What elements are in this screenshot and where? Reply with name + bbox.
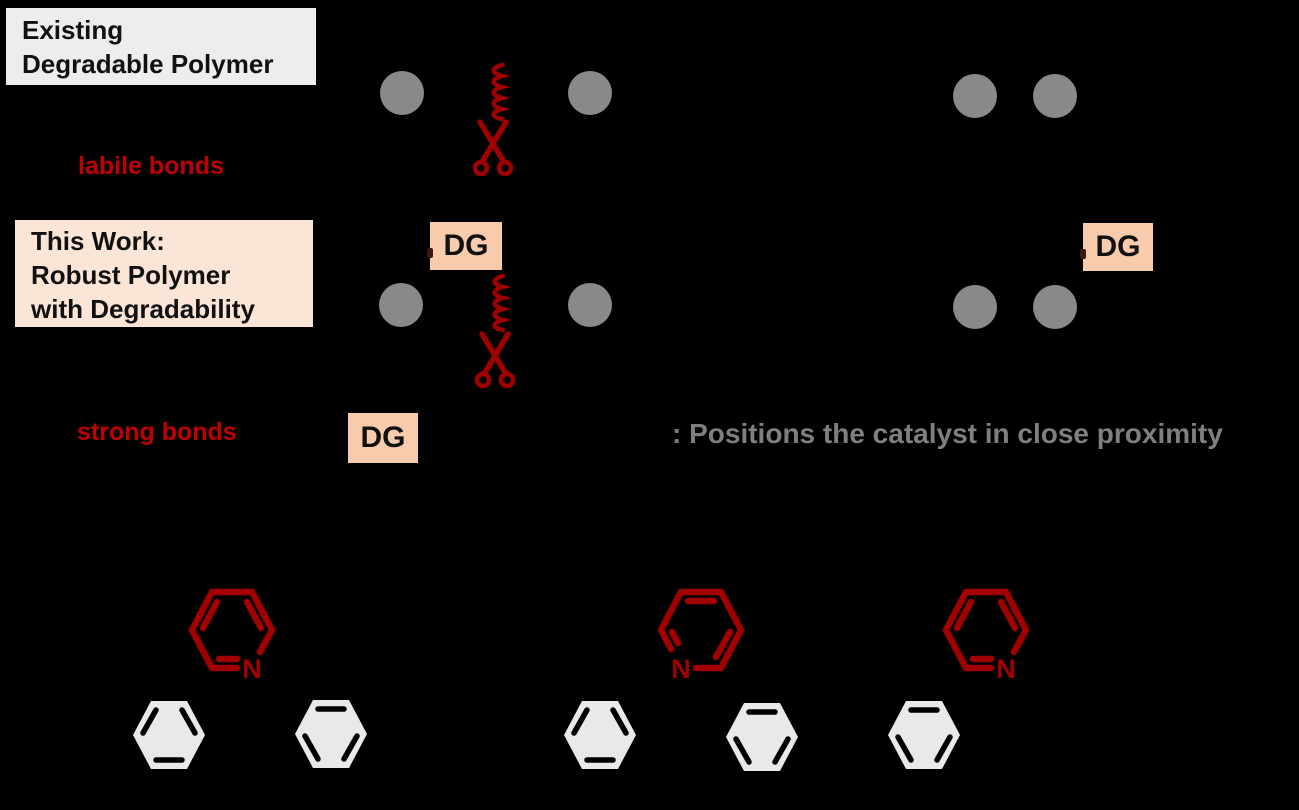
strong-bonds-label: strong bonds bbox=[77, 418, 237, 446]
monomer-bead bbox=[1033, 285, 1077, 329]
directing-group-legend-box: DG bbox=[348, 413, 418, 463]
wavy-bond-icon bbox=[491, 62, 511, 122]
pyridine-ring: N bbox=[188, 588, 276, 684]
directing-group-box: DG bbox=[427, 222, 502, 270]
scissors-icon bbox=[472, 119, 514, 177]
wavy-bond-icon bbox=[492, 273, 512, 333]
benzene-ring bbox=[888, 701, 960, 769]
existing-title-line1: Existing bbox=[22, 15, 124, 45]
this-work-line2: Robust Polymer bbox=[31, 259, 231, 290]
labile-bonds-label: labile bonds bbox=[78, 152, 224, 180]
directing-group-box: DG bbox=[1080, 223, 1153, 271]
catalyst-note: : Positions the catalyst in close proxim… bbox=[672, 418, 1223, 449]
dg-label: DG bbox=[443, 229, 489, 262]
monomer-bead bbox=[380, 71, 424, 115]
nitrogen-label: N bbox=[671, 654, 691, 684]
existing-title-line2: Degradable Polymer bbox=[22, 48, 274, 79]
dg-label: DG bbox=[1095, 230, 1141, 263]
benzene-ring bbox=[295, 700, 367, 768]
monomer-bead bbox=[379, 283, 423, 327]
existing-polymer-title-box: Existing Degradable Polymer bbox=[6, 8, 316, 85]
pyridine-ring: N bbox=[657, 588, 745, 684]
dg-label: DG bbox=[360, 421, 406, 454]
monomer-bead bbox=[568, 71, 612, 115]
connector-nub bbox=[1080, 249, 1086, 259]
monomer-bead bbox=[953, 74, 997, 118]
benzene-ring bbox=[564, 701, 636, 769]
scissors-icon bbox=[474, 331, 516, 389]
this-work-line1: This Work: bbox=[31, 226, 165, 256]
monomer-bead bbox=[953, 285, 997, 329]
monomer-bead bbox=[568, 283, 612, 327]
monomer-bead bbox=[1033, 74, 1077, 118]
benzene-ring bbox=[726, 703, 798, 771]
connector-nub bbox=[427, 248, 433, 258]
this-work-line3: with Degradability bbox=[31, 293, 255, 324]
benzene-ring bbox=[133, 701, 205, 769]
this-work-title-box: This Work: Robust Polymer with Degradabi… bbox=[15, 220, 313, 327]
pyridine-ring: N bbox=[942, 588, 1030, 684]
nitrogen-label: N bbox=[996, 654, 1016, 684]
nitrogen-label: N bbox=[242, 654, 262, 684]
